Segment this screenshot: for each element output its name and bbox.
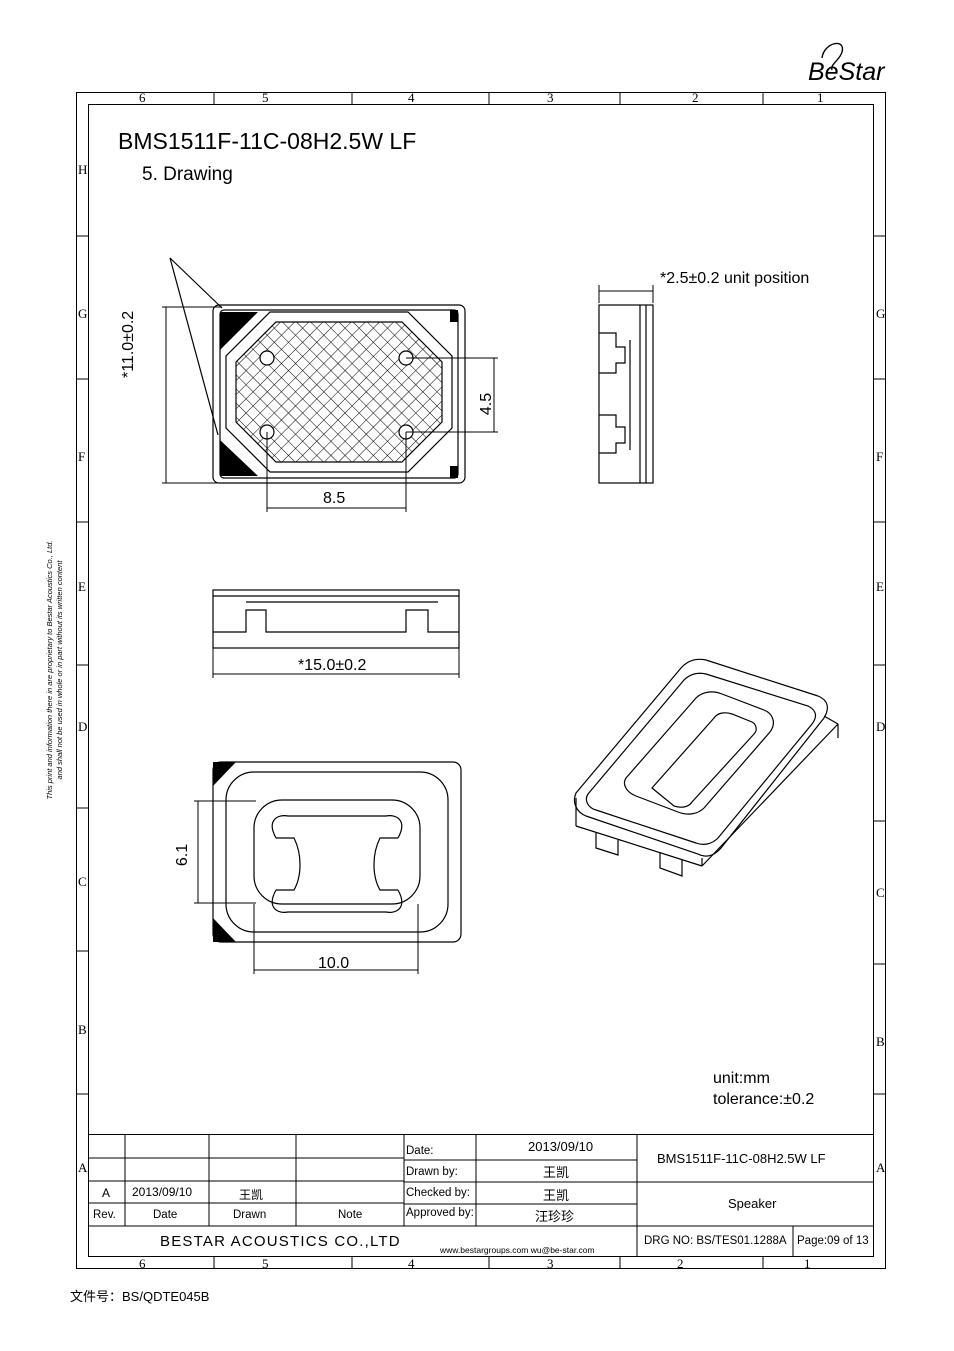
length-view-drawing (212, 589, 460, 678)
isometric-view-drawing (573, 658, 839, 877)
approved-by-value: 汪珍珍 (535, 1209, 575, 1224)
drawn-by-value: 王凯 (543, 1165, 570, 1180)
part-description: Speaker (728, 1196, 777, 1211)
zone-top-2: 2 (692, 90, 699, 105)
logo-swirl-icon (821, 42, 844, 71)
zone-right-G: G (876, 306, 886, 321)
rev-drawn-value: 王凯 (239, 1188, 264, 1202)
zone-left-F: F (78, 449, 86, 464)
drawing-frame-outer (76, 92, 886, 1269)
dim-width: *15.0±0.2 (298, 657, 367, 674)
zone-top-5: 5 (262, 90, 269, 105)
drawn-header: Drawn (233, 1209, 267, 1221)
zone-right-C: C (876, 885, 885, 900)
page-number: Page:09 of 13 (797, 1235, 869, 1247)
date-value: 2013/09/10 (528, 1139, 594, 1154)
rev-header: Rev. (93, 1209, 116, 1221)
document-number: 文件号：BS/QDTE045B (70, 1289, 210, 1304)
drawing-number: DRG NO: BS/TES01.1288A (644, 1235, 787, 1247)
zone-right-F: F (876, 449, 884, 464)
zone-top-6: 6 (139, 90, 146, 105)
zone-bottom-3: 3 (547, 1256, 554, 1271)
zone-left-C: C (78, 874, 87, 889)
zone-left-D: D (78, 719, 88, 734)
zone-left-H: H (78, 162, 88, 177)
zone-right-D: D (876, 719, 886, 734)
date-label: Date: (406, 1145, 434, 1157)
back-view-drawing (194, 761, 462, 974)
checked-by-label: Checked by: (406, 1187, 470, 1199)
units-label: unit:mm (713, 1070, 770, 1087)
company-name: BESTAR ACOUSTICS CO.,LTD (160, 1233, 401, 1250)
zone-left-E: E (78, 579, 86, 594)
dim-unit-position: *2.5±0.2 unit position (660, 270, 810, 287)
dim-back-width: 10.0 (318, 955, 350, 972)
section-heading: 5. Drawing (142, 164, 233, 185)
title-block-top-line (88, 1134, 874, 1135)
zone-left-B: B (78, 1022, 87, 1037)
checked-by-value: 王凯 (543, 1188, 570, 1203)
zone-bottom-5: 5 (262, 1256, 269, 1271)
part-number: BMS1511F-11C-08H2.5W LF (657, 1151, 826, 1166)
company-web: www.bestargroups.com wu@be-star.com (440, 1245, 595, 1255)
tolerance-label: tolerance:±0.2 (713, 1091, 815, 1108)
zone-bottom-6: 6 (139, 1256, 146, 1271)
drawing-title: BMS1511F-11C-08H2.5W LF (118, 128, 417, 154)
bestar-logo: BeStar (808, 58, 885, 86)
zone-top-4: 4 (408, 90, 415, 105)
front-view-drawing (162, 257, 498, 512)
zone-right-E: E (876, 579, 884, 594)
zone-right-B: B (876, 1034, 885, 1049)
drawing-frame-inner (88, 104, 874, 1257)
rev-value: A (102, 1186, 111, 1200)
zone-bottom-4: 4 (408, 1256, 415, 1271)
approved-by-label: Approved by: (406, 1207, 474, 1219)
zone-bottom-1: 1 (804, 1256, 811, 1271)
zone-left-A: A (78, 1160, 88, 1175)
zone-left-G: G (78, 306, 88, 321)
note-header: Note (338, 1209, 363, 1221)
dim-hole-spacing-h: 8.5 (323, 490, 346, 507)
zone-bottom-2: 2 (677, 1256, 684, 1271)
date-header: Date (153, 1209, 178, 1221)
rev-date-value: 2013/09/10 (132, 1185, 193, 1199)
zone-top-1: 1 (817, 90, 824, 105)
side-view-drawing (598, 285, 654, 484)
zone-right-A: A (876, 1160, 886, 1175)
drawn-by-label: Drawn by: (406, 1166, 458, 1178)
zone-top-3: 3 (547, 90, 554, 105)
